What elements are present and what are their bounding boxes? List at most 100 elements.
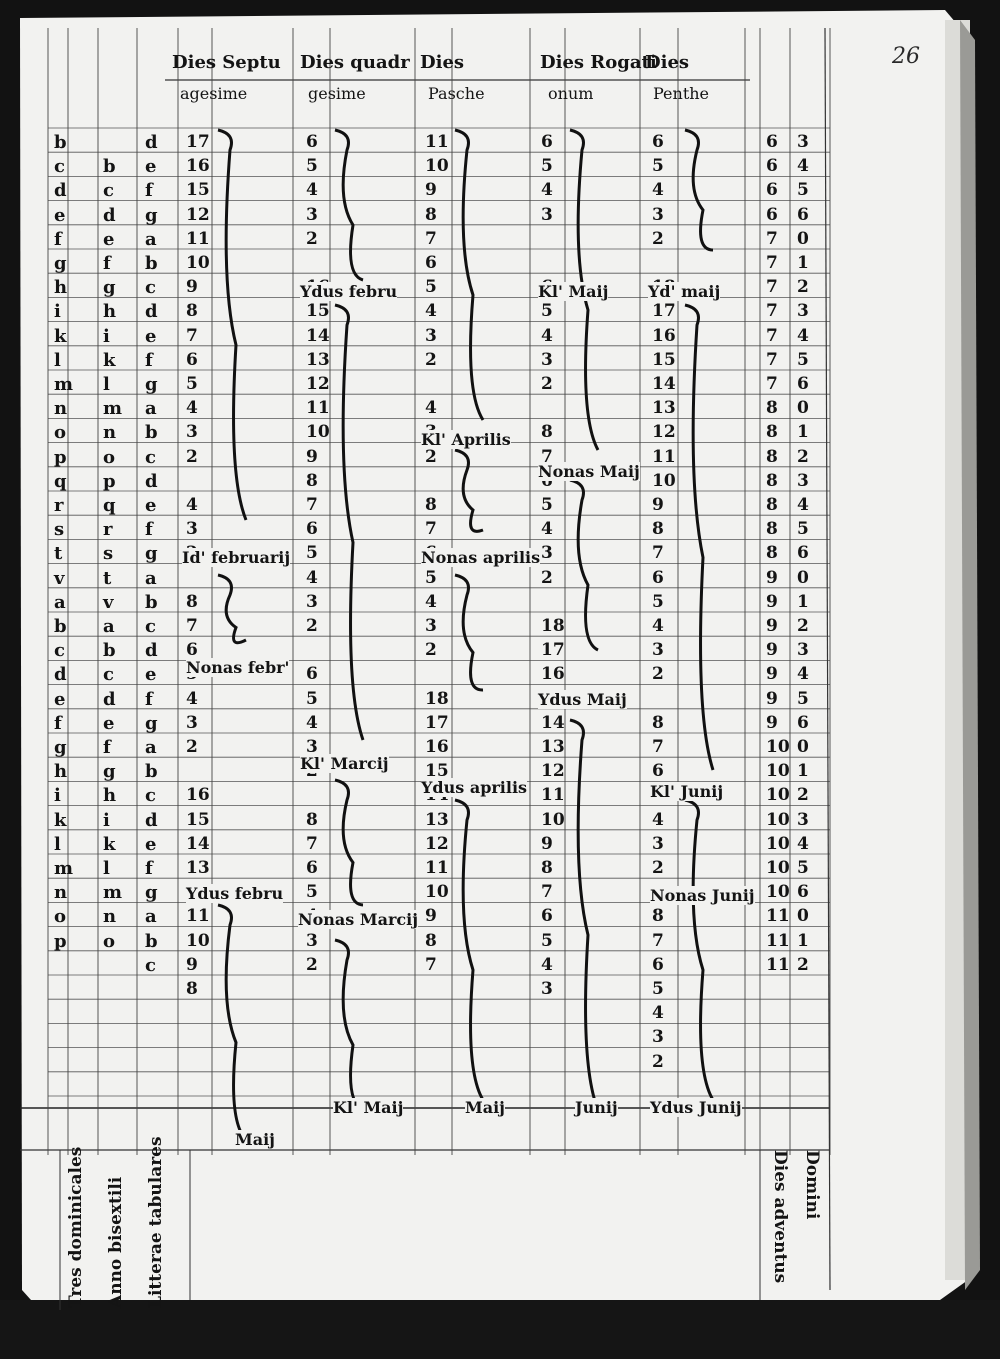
penthecostes-cell: 7 [652,930,664,951]
penthecostes-cell: 7 [652,737,664,757]
calligraphic-flourish [334,938,364,1112]
septuagesime-cell: 4 [186,688,198,709]
rogationum-cell: 4 [541,954,553,975]
letter-col-b-cell: e [103,712,115,734]
letter-col-a-cell: n [54,882,68,904]
pasche-cell: 8 [425,495,437,515]
letter-col-a-cell: i [54,301,61,323]
letter-col-c-cell: c [145,446,156,468]
advent-number-cell: 8 [766,398,778,419]
letter-col-c-cell: c [145,954,156,976]
letter-col-c-cell: g [145,374,158,395]
letter-col-c-cell: e [145,495,157,516]
advent-number-cell: 7 [766,325,778,346]
advent-number-cell: 7 [766,277,778,298]
advent-day-cell: 3 [797,301,809,322]
letter-col-b-cell: b [103,156,116,178]
letter-col-c-cell: b [145,930,158,952]
quadragesime-cell: 5 [306,688,318,709]
letter-col-b-cell: m [103,398,123,420]
letter-col-c-cell: g [145,712,158,734]
letter-col-a-cell: v [54,567,65,589]
advent-number-cell: 8 [766,470,778,491]
letter-col-a-cell: p [54,446,67,468]
pasche-cell: 11 [425,858,449,878]
letter-col-a-cell: f [54,228,62,250]
letter-col-b-cell: h [103,785,117,807]
letter-col-c-cell: d [145,132,158,153]
dominical-label: Anno bisextili [106,1176,126,1308]
quadragesime-cell: 5 [306,882,318,903]
pasche-cell: 2 [425,640,437,661]
pasche-cell: 12 [425,833,449,854]
pasche-cell: 2 [425,446,437,467]
advent-number-cell: 7 [766,253,778,273]
advent-number-cell: 10 [766,737,790,757]
penthecostes-cell: 6 [652,761,664,782]
letter-col-a-cell: e [54,204,66,226]
calendar-annotation: Kl' Junij [650,782,724,801]
calendar-annotation: Ydus Junij [650,1098,742,1117]
letter-col-a-cell: d [54,664,67,686]
advent-day-cell: 5 [797,180,809,201]
pasche-cell: 8 [425,930,437,951]
rogationum-cell: 8 [541,422,553,443]
calendar-annotation: Nonas Junij [650,886,755,905]
letter-col-a-cell: a [54,591,66,613]
letter-col-b-cell: a [103,616,115,637]
septuagesime-cell: 8 [186,979,198,999]
pasche-cell: 7 [425,954,437,975]
letter-col-b-cell: g [103,277,116,299]
septuagesime-cell: 11 [186,906,210,927]
calligraphic-flourish [334,303,365,741]
septuagesime-cell: 4 [186,495,198,515]
advent-number-cell: 9 [766,567,778,588]
pasche-cell: 4 [425,591,437,612]
penthecostes-cell: 5 [652,591,664,612]
advent-number-cell: 8 [766,495,778,515]
letter-col-b-cell: p [103,470,116,492]
vertical-rule [824,27,831,1291]
advent-number-cell: 10 [766,809,790,830]
letter-col-c-cell: f [145,858,153,879]
advent-day-cell: 3 [797,640,809,661]
penthecostes-cell: 13 [652,398,676,419]
penthecostes-cell: 2 [652,664,664,685]
advent-label: Domini [802,1150,822,1220]
advent-day-cell: 2 [797,954,809,975]
septuagesime-cell: 4 [186,398,198,419]
rogationum-cell: 12 [541,761,565,782]
pasche-cell: 11 [425,132,449,152]
penthecostes-cell: 4 [652,1003,664,1024]
septuagesime-cell: 11 [186,228,210,249]
calendar-annotation: Ydus aprilis [421,778,528,797]
advent-day-cell: 2 [797,616,809,636]
letter-col-b-cell: o [103,930,116,952]
quadragesime-cell: 11 [306,398,330,419]
letter-col-c-cell: e [145,833,157,855]
penthecostes-cell: 12 [652,422,676,443]
letter-col-a-cell: q [54,470,67,492]
letter-col-a-cell: c [54,640,65,662]
letter-col-a-cell: n [54,398,68,420]
rogationum-cell: 3 [541,543,553,564]
calendar-annotation: Ydus febru [186,884,284,903]
quadragesime-cell: 2 [306,616,318,636]
penthecostes-cell: 8 [652,906,664,927]
rogationum-cell: 8 [541,858,553,878]
septuagesime-cell: 16 [186,785,210,806]
pasche-cell: 18 [425,688,449,709]
penthecostes-cell: 5 [652,156,664,177]
advent-day-cell: 4 [797,664,809,685]
rogationum-cell: 5 [541,930,553,951]
pasche-cell: 13 [425,809,449,830]
advent-day-cell: 5 [797,688,809,709]
advent-number-cell: 6 [766,156,778,177]
letter-col-b-cell: f [103,253,111,274]
quadragesime-cell: 3 [306,737,318,757]
penthecostes-cell: 6 [652,954,664,975]
calligraphic-flourish [217,903,248,1142]
quadragesime-cell: 2 [306,954,318,975]
letter-col-b-cell: d [103,204,116,226]
penthecostes-cell: 11 [652,446,676,467]
